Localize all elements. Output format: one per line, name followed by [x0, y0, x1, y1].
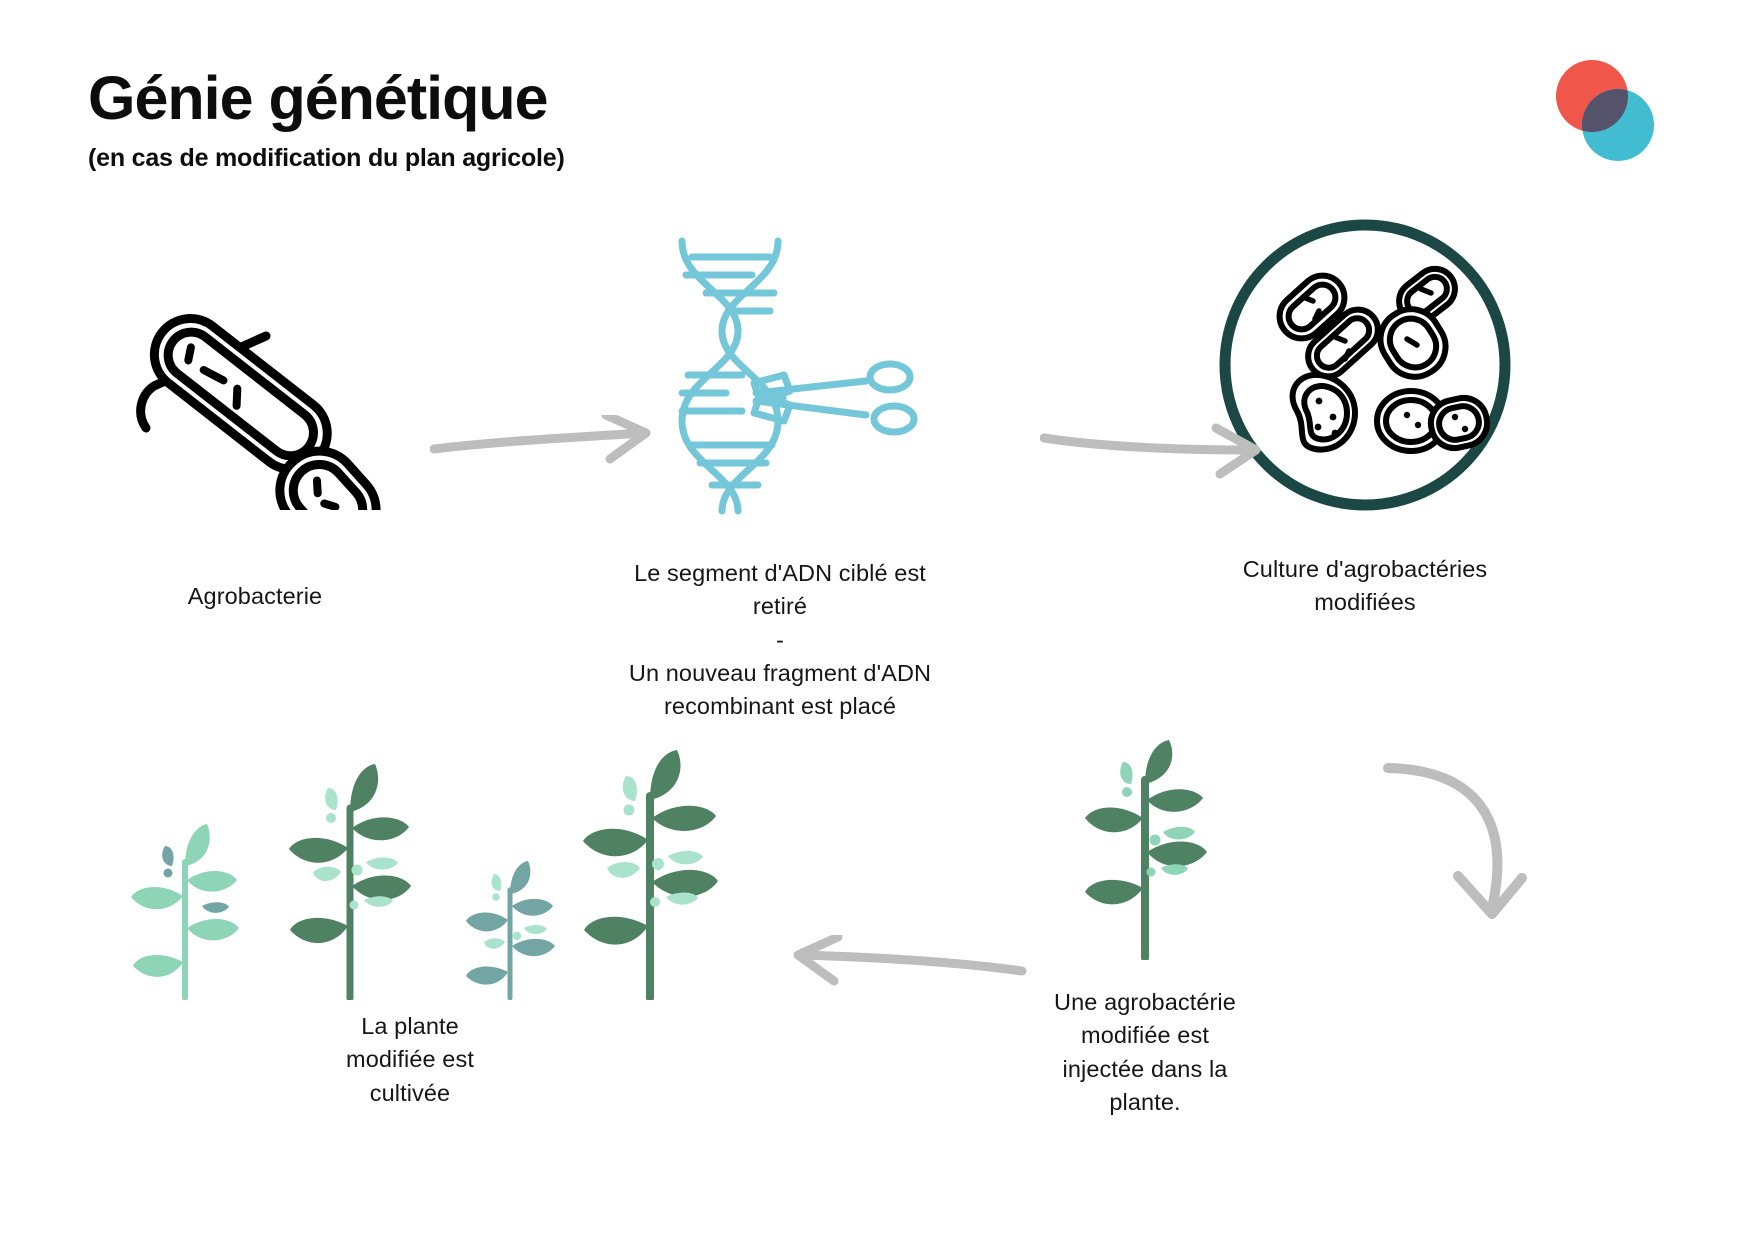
caption-dna-line-2: retiré [752, 593, 808, 620]
caption-cultivated-line-1: La plante [361, 1013, 459, 1039]
stage-agrobacteria: Agrobacterie [75, 300, 435, 613]
stage-injected: Une agrobactérie modifiée est injectée d… [935, 740, 1355, 1119]
plant-forest-icon [289, 764, 411, 1000]
plant-group-icon [90, 740, 730, 1000]
caption-dna: Le segment d'ADN ciblé est retiré - Un n… [540, 557, 1020, 724]
caption-cultivated-line-2: modifiée est [346, 1046, 474, 1073]
arrow-agrobacteria-to-dna [430, 415, 651, 464]
petri-dish-icon [1219, 219, 1511, 511]
dna-scissors-icon [678, 237, 918, 515]
caption-agrobacteria: Agrobacterie [187, 583, 323, 609]
caption-injected-line-2: modifiée est [1081, 1022, 1209, 1049]
plant-single-icon [1085, 740, 1207, 960]
caption-injected-line-1: Une agrobactérie [1054, 989, 1236, 1015]
caption-cultivated: La plante modifiée est cultivée [90, 1010, 730, 1110]
overlapping-circles-icon [1556, 60, 1654, 161]
caption-culture-line-2: modifiées [1314, 589, 1416, 616]
caption-culture: Culture d'agrobactéries modifiées [1150, 553, 1580, 620]
caption-injected-line-3: injectée dans la [1062, 1055, 1228, 1082]
caption-dna-line-1: Le segment d'ADN ciblé est [634, 560, 926, 586]
arrow-culture-to-injection [1383, 763, 1527, 919]
stage-dna: Le segment d'ADN ciblé est retiré - Un n… [540, 235, 1020, 724]
arrow-dna-to-culture [1040, 423, 1261, 479]
caption-culture-line-1: Culture d'agrobactéries [1242, 556, 1488, 582]
caption-cultivated-line-3: cultivée [369, 1079, 451, 1106]
stage-culture: Culture d'agrobactéries modifiées [1150, 215, 1580, 620]
caption-dna-line-4: Un nouveau fragment d'ADN [628, 660, 932, 687]
caption-dna-line-3: - [776, 626, 784, 653]
header: Génie génétique (en cas de modification … [88, 66, 988, 173]
arrow-injection-to-plants [793, 935, 1027, 986]
plant-teal-icon [466, 861, 555, 1000]
caption-injected: Une agrobactérie modifiée est injectée d… [935, 986, 1355, 1119]
page-subtitle: (en cas de modification du plan agricole… [88, 144, 565, 173]
plant-mint-icon [131, 824, 239, 1000]
plant-forest-large-icon [583, 750, 718, 1000]
caption-dna-line-5: recombinant est placé [663, 693, 896, 720]
agrobacteria-icon [136, 314, 381, 510]
page-title: Génie génétique [88, 64, 549, 132]
brand-logo [1548, 56, 1660, 168]
stage-cultivated: La plante modifiée est cultivée [90, 740, 730, 1110]
caption-injected-line-4: plante. [1109, 1089, 1181, 1116]
